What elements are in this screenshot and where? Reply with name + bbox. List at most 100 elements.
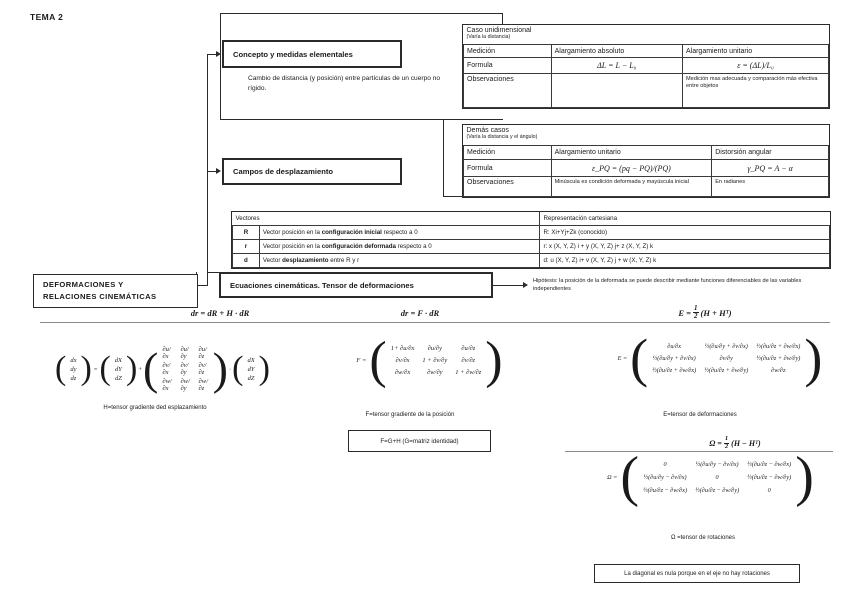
matrix-cell: ∂v/∂y — [719, 355, 733, 363]
cell-vector-symbol: R — [232, 224, 260, 240]
matrix-cell: ½(∂u/∂z + ∂w/∂y) — [704, 367, 749, 375]
node-hipotesis-text: Hipótesis: la posición de la deformada s… — [533, 278, 802, 293]
matrix-cell: ∂u/∂x — [162, 346, 171, 360]
caption-F-tensor: F=tensor gradiente de la posición — [365, 412, 455, 418]
matrix-cell: 0 — [767, 486, 771, 494]
page-title: TEMA 2 — [30, 12, 64, 22]
node-concepto-body: Cambio de distancia (y posición) entre p… — [248, 74, 448, 94]
matrix-cell: ½(∂u/∂z + ∂w/∂x) — [756, 343, 801, 351]
equation-E-num: 1 — [693, 304, 699, 314]
desc-post: respecto a 0 — [381, 228, 418, 236]
equation-dr-F: dr = F · dR — [400, 308, 440, 318]
paren-open-Omega-icon: ( — [620, 446, 639, 508]
table-row: d Vector desplazamiento entre R y r d: u… — [232, 252, 830, 269]
matrix-Omega-label: Ω = — [607, 473, 618, 481]
cell-vectores-header: Vectores — [232, 212, 541, 226]
divider-equations — [40, 322, 830, 323]
matrix-cell: ∂w/∂x — [162, 378, 172, 392]
divider-omega — [565, 451, 833, 452]
cell-formula-label: Formula — [463, 159, 552, 177]
arrow-head-concepto-icon — [216, 51, 221, 57]
cell-formula-col1: ε_PQ = (pq − PQ)/(PQ) — [550, 159, 713, 177]
desc-pre: Vector — [262, 256, 283, 264]
matrix-cell: ∂u/∂x — [667, 343, 682, 351]
table-row: Observaciones Minúscula es condición def… — [463, 176, 829, 197]
cell-formula-col1: ΔL = L − L₀ — [550, 57, 683, 74]
cell-formula-col2: γ_PQ = A − α — [711, 159, 829, 177]
matrix-cell: 1 + ∂v/∂y — [422, 357, 448, 365]
table-row: Demás casos (Varía la distancia y el áng… — [463, 125, 829, 147]
cell-vector-desc: Vector posición en la configuración inic… — [258, 224, 541, 240]
node-root-line2: RELACIONES CINEMÁTICAS — [43, 292, 157, 301]
matrix-cell: ½(∂u/∂z − ∂w/∂y) — [747, 473, 792, 481]
paren-open-mid-icon: ( — [99, 350, 111, 388]
matrix-E-grid: ∂u/∂x ½(∂u/∂y + ∂v/∂x) ½(∂u/∂z + ∂w/∂x) … — [648, 342, 804, 375]
desc-post: entre R y r — [328, 256, 360, 264]
node-root-line1: DEFORMACIONES Y — [43, 279, 124, 289]
equation-Omega-rhs: (H − Hᵀ) — [731, 438, 761, 448]
matrix-cell: ∂w/∂x — [394, 369, 411, 377]
matrix-Omega-grid: 0 ½(∂u/∂y − ∂v/∂x) ½(∂u/∂z − ∂w/∂x) ½(∂u… — [639, 460, 795, 495]
vec-cell: dZ — [114, 374, 122, 382]
node-root-deformaciones[interactable]: DEFORMACIONES Y RELACIONES CINEMÁTICAS — [33, 274, 198, 308]
table-header-title: Demás casos — [466, 126, 509, 134]
equals-sign: = — [93, 365, 98, 373]
matrix-cell: ∂v/∂z — [461, 357, 476, 365]
vec-cell: dY — [247, 365, 255, 373]
connector-concepto-frame-left — [220, 13, 222, 120]
matrix-cell: ½(∂u/∂z + ∂w/∂y) — [756, 355, 801, 363]
matrix-cell: ∂u/∂y — [427, 345, 442, 353]
matrix-cell: ∂u/∂y — [180, 346, 189, 360]
matrix-cell: ∂w/∂z — [198, 378, 208, 392]
equation-Omega-den: 2 — [724, 442, 729, 450]
matrix-F-grid: 1+ ∂u/∂x ∂u/∂y ∂u/∂z ∂v/∂x 1 + ∂v/∂y ∂v/… — [387, 344, 486, 377]
matrix-cell: ∂v/∂x — [162, 362, 171, 376]
desc-bold: desplazamiento — [282, 256, 329, 264]
matrix-cell: ½(∂u/∂z − ∂w/∂x) — [642, 486, 688, 494]
cell-vector-symbol: r — [232, 238, 260, 254]
table-header-subtitle: (Varía la distancia) — [466, 33, 511, 40]
paren-open-F-icon: ( — [369, 332, 387, 389]
table-row: Medición Alargamiento absoluto Alargamie… — [463, 44, 830, 59]
connector-ecuaciones-to-hipotesis — [492, 285, 524, 287]
paren-close-Omega-icon: ) — [795, 446, 814, 508]
matrix-cell: ∂v/∂x — [395, 357, 410, 365]
desc-pre: Vector posición en la — [262, 228, 322, 236]
vec-cell: dx — [70, 356, 77, 364]
matrix-cell: ∂w/∂y — [427, 369, 443, 377]
paren-close-right-icon: ) — [258, 350, 270, 388]
paren-open-left-icon: ( — [55, 350, 67, 388]
node-ecuaciones-cinematicas[interactable]: Ecuaciones cinemáticas. Tensor de deform… — [219, 272, 493, 298]
matrix-H-equation: ( dx dy dz ) = ( dX dY dZ ) + ( ∂u/∂x ∂u… — [55, 345, 270, 393]
table-row: R Vector posición en la configuración in… — [232, 224, 830, 240]
vec-cell: dZ — [247, 374, 255, 382]
vector-dX: dX dY dZ — [111, 356, 126, 383]
caption-Omega-tensor: Ω =tensor de rotaciones — [670, 535, 736, 541]
node-campos-desplazamiento[interactable]: Campos de desplazamiento — [222, 158, 402, 185]
cell-medicion-col2: Distorsión angular — [711, 145, 829, 161]
matrix-F-label: F = — [356, 357, 367, 365]
cell-observaciones-col1 — [550, 73, 683, 108]
matrix-cell: ∂v/∂y — [180, 362, 189, 376]
note-diagonal-nula: La diagonal es nula porque en el eje no … — [594, 564, 800, 583]
matrix-cell: ½(∂u/∂z − ∂w/∂y) — [695, 486, 740, 494]
dot-operator: · — [228, 365, 232, 373]
connector-concepto-frame-bottom — [220, 119, 503, 121]
matrix-cell: 1+ ∂u/∂x — [390, 345, 415, 353]
matrix-cell: 1 + ∂w/∂z — [455, 369, 482, 377]
node-ecuaciones-title: Ecuaciones cinemáticas. Tensor de deform… — [230, 280, 414, 290]
cell-observaciones-col2: Medición mas adecuada y comparación más … — [681, 73, 830, 108]
desc-pre: Vector posición en la — [262, 242, 322, 250]
connector-concepto-frame-top — [220, 13, 503, 15]
table-demas-casos-grid: Demás casos (Varía la distancia y el áng… — [463, 125, 829, 197]
equation-E-rhs: (H + Hᵀ) — [700, 307, 732, 318]
node-concepto-y-medidas[interactable]: Concepto y medidas elementales — [222, 40, 402, 68]
node-concepto-title: Concepto y medidas elementales — [233, 49, 353, 59]
desc-bold: configuración inicial — [321, 228, 382, 236]
table-row: r Vector posición en la configuración de… — [232, 238, 830, 254]
connector-spine-arm-campos — [207, 171, 218, 173]
table-row: Observaciones Medición mas adecuada y co… — [463, 73, 830, 108]
caption-H-tensor: H=tensor gradiente ded esplazamiento — [103, 405, 207, 411]
connector-spine-arm-concepto — [207, 54, 218, 56]
equation-Omega-definition: Ω = 1 2 (H − Hᵀ) — [650, 435, 820, 451]
